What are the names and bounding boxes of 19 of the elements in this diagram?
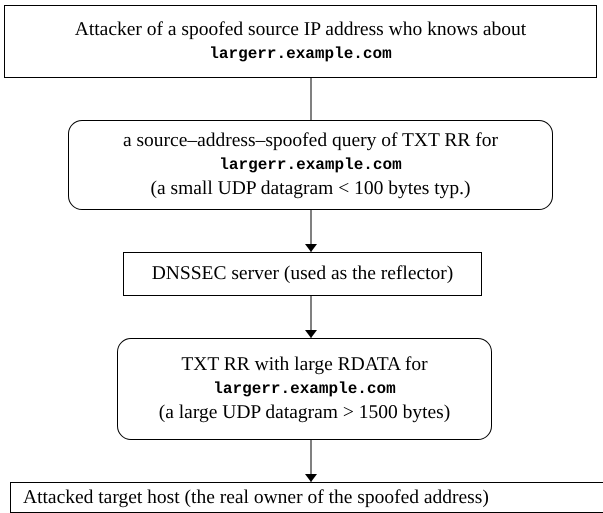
connector-line — [310, 78, 312, 120]
box-text: Attacked target host (the real owner of the spoofed address) — [23, 486, 489, 510]
rounded-box — [117, 338, 492, 440]
domain-name: largerr.example.com — [213, 379, 396, 400]
box-text: TXT RR with large RDATA for — [181, 353, 428, 377]
domain-name: largerr.example.com — [209, 44, 392, 64]
box-text: a source–address–spoofed query of TXT RR for — [122, 129, 498, 153]
process-box — [123, 252, 482, 296]
domain-name: largerr.example.com — [219, 155, 402, 176]
arrow — [307, 440, 315, 482]
box-text: (a small UDP datagram < 100 bytes typ.) — [150, 177, 471, 201]
box-text: DNSSEC server (used as the reflector) — [152, 262, 454, 286]
process-box — [4, 5, 597, 78]
arrow — [307, 296, 315, 338]
process-box — [10, 482, 603, 513]
rounded-box — [68, 120, 553, 210]
arrow — [307, 210, 315, 252]
box-text: Attacker of a spoofed source IP address who knows about — [74, 18, 526, 42]
box-text: (a large UDP datagram > 1500 bytes) — [158, 401, 450, 425]
